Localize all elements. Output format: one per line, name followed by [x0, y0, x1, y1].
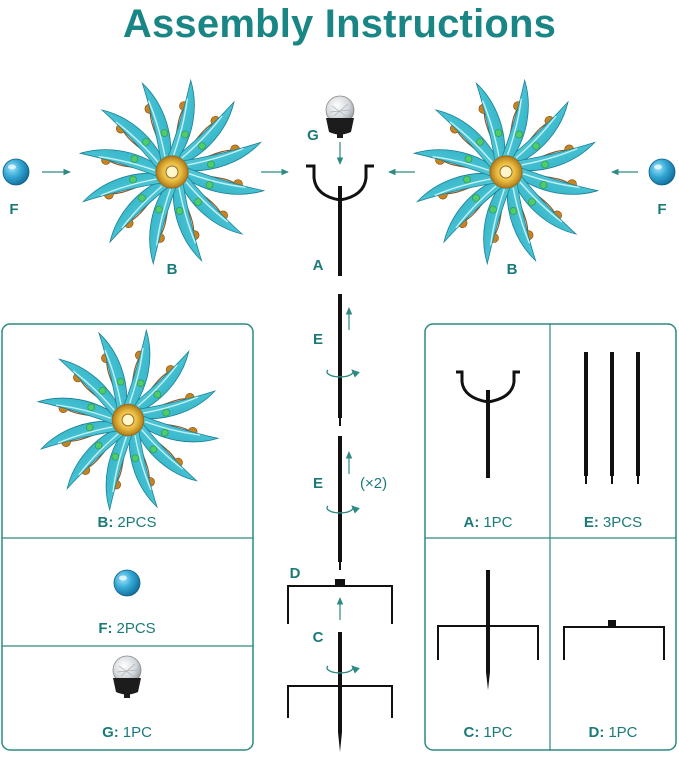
spike-stake-icon	[437, 570, 539, 690]
parts-panel-left: B:2PCS F:2PCS G:1PC	[1, 323, 254, 751]
label-g: G	[307, 127, 319, 144]
label-f-left: F	[9, 201, 18, 218]
center-assembly-steps: E E (×2) D C	[287, 294, 393, 752]
part-c-label: C:1PC	[463, 724, 512, 741]
label-d: D	[290, 565, 301, 582]
label-c: C	[313, 629, 324, 646]
stake-rod-icon	[306, 164, 374, 276]
label-b-right: B	[507, 261, 518, 278]
part-g-label: G:1PC	[102, 724, 152, 741]
solar-light-icon	[112, 655, 142, 699]
part-a-label: A:1PC	[463, 514, 512, 531]
pinwheel-spinner-icon	[414, 80, 597, 263]
pinwheel-spinner-icon	[80, 80, 263, 263]
extension-rods-icon	[584, 352, 640, 484]
label-e-second: E	[313, 475, 323, 492]
parts-panel-right: A:1PC E:3PCS C:1PC D:1PC	[424, 323, 677, 751]
label-repeat: (×2)	[360, 475, 387, 492]
solar-light-icon	[325, 95, 355, 139]
stake-frame-icon	[287, 579, 393, 624]
blue-ball-icon	[648, 158, 676, 186]
top-assembly: F B G A B F	[2, 80, 676, 278]
label-f-right: F	[657, 201, 666, 218]
pinwheel-spinner-icon	[38, 330, 218, 510]
spike-stake-icon	[287, 632, 393, 752]
blue-ball-icon	[113, 569, 141, 597]
page-title: Assembly Instructions	[122, 2, 557, 46]
stake-rod-icon	[456, 370, 520, 478]
part-b-label: B:2PCS	[97, 514, 156, 531]
blue-ball-icon	[2, 158, 30, 186]
label-a: A	[313, 257, 324, 274]
part-d-label: D:1PC	[588, 724, 637, 741]
label-e-first: E	[313, 331, 323, 348]
stake-frame-icon	[563, 620, 665, 660]
part-f-label: F:2PCS	[98, 620, 155, 637]
part-e-label: E:3PCS	[584, 514, 642, 531]
label-b-left: B	[167, 261, 178, 278]
